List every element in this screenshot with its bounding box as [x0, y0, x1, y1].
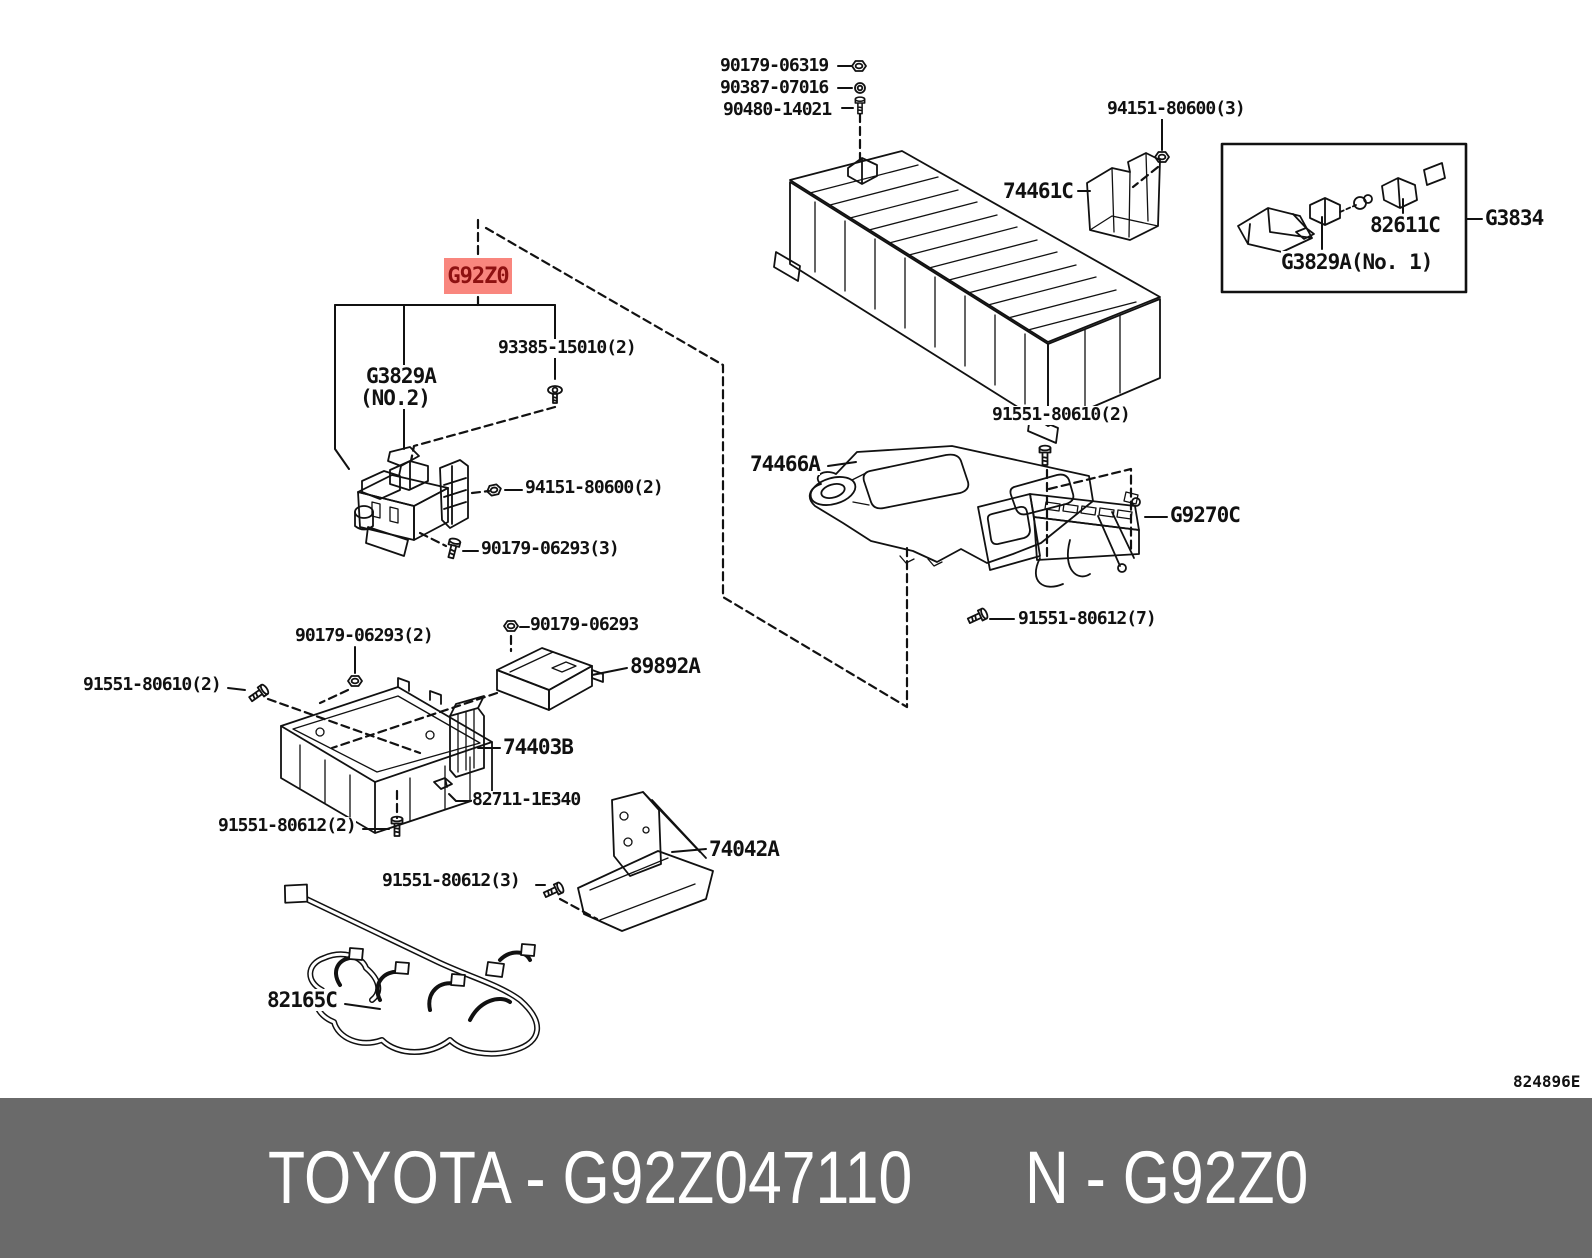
part-label-90387-07016: 90387-07016 — [720, 77, 829, 98]
inset-box — [1220, 142, 1468, 294]
relay-block-drawing — [354, 446, 469, 557]
nut-icon — [1154, 151, 1170, 163]
part-label-90179-06293: 90179-06293 — [530, 614, 639, 635]
bolt-icon — [854, 96, 866, 115]
part-label-82711-1e340: 82711-1E340 — [472, 789, 581, 810]
part-label-90179-06319: 90179-06319 — [720, 55, 829, 76]
clip-icon — [433, 777, 453, 790]
footer-model-code: N - G92Z0 — [1025, 1136, 1309, 1219]
screw-icon — [547, 385, 563, 404]
nut-icon — [851, 60, 867, 72]
part-label-74042a: 74042A — [709, 837, 780, 861]
hv-battery-bracket-drawing — [1086, 152, 1161, 241]
side-bracket-drawing — [449, 695, 485, 778]
footer-part-number: TOYOTA - G92Z047110 — [268, 1136, 913, 1219]
footer-bar: TOYOTA - G92Z047110 N - G92Z0 — [0, 1098, 1592, 1258]
part-label-91551-80612-7-: 91551-80612(7) — [1018, 608, 1157, 629]
part-label-82165c: 82165C — [267, 988, 338, 1012]
part-label-90480-14021: 90480-14021 — [723, 99, 832, 120]
nut-icon — [485, 482, 503, 498]
part-label-91551-80610-2-: 91551-80610(2) — [83, 674, 222, 695]
fastener-icons — [246, 60, 1170, 901]
part-label-82611c: 82611C — [1370, 213, 1441, 237]
ecu-drawing — [496, 647, 604, 711]
junction-unit-drawing — [977, 491, 1141, 588]
highlighted-part-label[interactable]: G92Z0 — [444, 258, 512, 294]
part-label-g3834: G3834 — [1485, 206, 1544, 230]
part-label-89892a: 89892A — [630, 654, 701, 678]
nut-icon — [503, 620, 519, 632]
part-label-91551-80612-2-: 91551-80612(2) — [218, 815, 357, 836]
battery-tray-drawing — [280, 677, 493, 834]
console-panel-drawing — [808, 445, 1094, 567]
part-label-93385-15010-2-: 93385-15010(2) — [498, 337, 637, 358]
part-label-94151-80600-2-: 94151-80600(2) — [525, 477, 664, 498]
inset-parts-drawing — [1237, 162, 1446, 253]
part-label-90179-06293-3-: 90179-06293(3) — [481, 538, 620, 559]
screw-icon — [246, 682, 271, 705]
bolt-icon — [444, 536, 462, 560]
floor-panel-bracket-drawing — [577, 791, 714, 932]
part-label-90179-06293-2-: 90179-06293(2) — [295, 625, 434, 646]
wire-harness-drawing — [283, 883, 540, 1057]
battery-pack-drawing — [773, 150, 1161, 444]
part-label--no-2-: (NO.2) — [360, 386, 431, 410]
part-label-g9270c: G9270C — [1170, 503, 1241, 527]
ring-icon — [854, 82, 866, 94]
part-label-g3829a-no-1-: G3829A(No. 1) — [1281, 250, 1433, 274]
bolt-icon — [965, 606, 990, 627]
part-label-74466a: 74466A — [750, 452, 821, 476]
solid-leader-lines — [227, 65, 1483, 1010]
part-label-74403b: 74403B — [503, 735, 574, 759]
dashed-leader-lines — [266, 112, 1160, 921]
bolt-icon — [1038, 444, 1052, 466]
part-label-91551-80610-2-: 91551-80610(2) — [992, 404, 1131, 425]
diagram-ref-code: 824896E — [1513, 1072, 1581, 1091]
nut-icon — [347, 675, 363, 687]
part-label-91551-80612-3-: 91551-80612(3) — [382, 870, 521, 891]
part-label-g3829a: G3829A — [366, 364, 437, 388]
part-label-94151-80600-3-: 94151-80600(3) — [1107, 98, 1246, 119]
bolt-icon — [541, 880, 566, 901]
parts-diagram-art — [227, 60, 1483, 1057]
part-label-74461c: 74461C — [1003, 179, 1074, 203]
